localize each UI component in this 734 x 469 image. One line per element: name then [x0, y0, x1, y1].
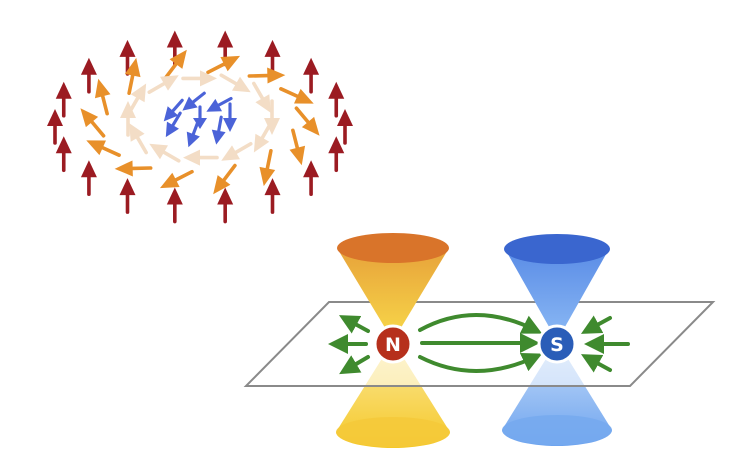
- spin-arrow-outer: [264, 39, 281, 76]
- spin-arrow-ring-orange: [294, 106, 320, 136]
- south-arrow-from-up-right: [580, 315, 612, 334]
- spin-arrow-ring-orange: [94, 78, 111, 116]
- spin-arrow-outer: [264, 178, 281, 214]
- spin-arrow-outer: [47, 109, 63, 145]
- spin-arrow-ring-pale: [120, 101, 136, 137]
- north-pole-label: N: [385, 334, 401, 356]
- spin-arrow-ring-pale: [183, 149, 219, 166]
- skyrmion-spin-texture: [47, 30, 353, 224]
- spin-arrow-outer: [337, 109, 353, 145]
- south-cone-top: [504, 234, 610, 264]
- spin-arrow-center: [193, 105, 207, 129]
- spin-arrow-ring-orange: [213, 163, 237, 195]
- south-pole-label: S: [550, 334, 564, 356]
- spin-arrow-core: [206, 96, 233, 112]
- spin-arrow-outer: [119, 178, 136, 214]
- spin-arrow-ring-orange: [289, 128, 306, 166]
- spin-arrow-ring-pale: [221, 141, 253, 161]
- spin-arrow-outer: [217, 187, 234, 224]
- south-lower-cone-base: [502, 415, 612, 445]
- spin-arrow-core: [182, 91, 206, 111]
- spin-arrow-ring-orange: [114, 160, 153, 177]
- spin-arrow-ring-orange: [206, 55, 241, 75]
- monopole-pair-diagram: N S: [243, 233, 716, 448]
- north-arrow-up-left: [338, 315, 370, 334]
- spin-arrow-ring-pale: [149, 143, 181, 163]
- spin-arrow-ring-pale: [264, 99, 280, 135]
- spin-arrow-ring-pale: [219, 73, 251, 93]
- spin-arrow-ring-orange: [80, 108, 106, 138]
- north-pole: N: [373, 324, 413, 364]
- spin-arrow-ring-pale: [147, 75, 179, 95]
- field-line-lower: [418, 353, 543, 373]
- spin-arrow-core: [165, 111, 182, 138]
- spin-arrow-core: [223, 102, 237, 132]
- north-outward-arrows: [328, 315, 370, 375]
- south-pole: S: [537, 324, 577, 364]
- spin-arrow-core: [211, 115, 226, 145]
- spin-arrow-outer: [55, 81, 72, 118]
- spin-arrow-ring-orange: [163, 49, 187, 81]
- south-arrow-from-down-right: [580, 354, 612, 373]
- spin-arrow-outer: [328, 136, 345, 173]
- north-cone-top: [337, 233, 449, 263]
- spin-arrow-ring-orange: [259, 148, 276, 187]
- spin-arrow-outer: [303, 160, 320, 197]
- spin-arrow-ring-orange: [279, 87, 314, 104]
- spin-arrow-core: [163, 98, 184, 122]
- spin-arrow-ring-orange: [159, 169, 194, 189]
- spin-arrow-ring-pale: [181, 70, 217, 87]
- spin-arrow-ring-orange: [124, 57, 141, 96]
- spin-arrow-outer: [166, 187, 183, 224]
- south-upper-cone: [505, 249, 609, 341]
- field-line-upper: [418, 313, 543, 334]
- spin-arrow-outer: [80, 57, 97, 94]
- spin-arrow-ring-pale: [127, 83, 147, 115]
- spin-arrow-outer: [328, 81, 345, 118]
- south-inward-arrows: [580, 315, 630, 373]
- north-arrow-down-left: [339, 355, 370, 375]
- spin-arrow-outer: [80, 160, 97, 197]
- spin-arrow-ring-orange: [247, 67, 286, 84]
- spin-arrow-ring-pale: [253, 121, 273, 153]
- spin-arrow-ring-orange: [86, 140, 121, 157]
- spin-arrow-ring-pale: [129, 123, 148, 155]
- spin-arrow-ring-pale: [252, 81, 271, 113]
- field-lines: [418, 313, 543, 373]
- spin-arrow-outer: [55, 136, 72, 173]
- north-upper-cone: [337, 248, 449, 341]
- north-lower-cone-base: [336, 417, 450, 447]
- spin-arrow-outer: [303, 57, 320, 94]
